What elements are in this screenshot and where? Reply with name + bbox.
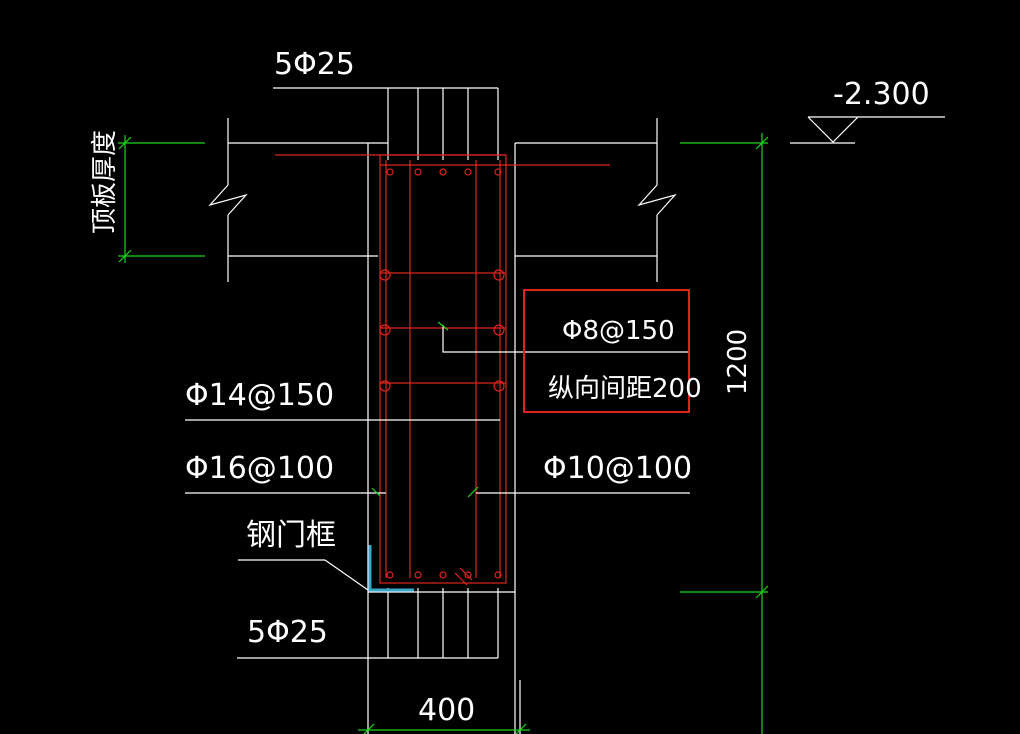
longitudinal-spacing-label: 纵向间距200 [548,374,702,404]
highlight-box [523,289,690,413]
elevation-marker [790,116,945,144]
top-bars-leader [273,87,498,160]
elevation-label: -2.300 [833,77,930,112]
rebar-leaders [185,321,690,591]
slab-outline [208,118,677,282]
width-dimension [358,658,530,734]
beam-outline [367,88,516,734]
height-dimension [680,133,769,734]
width-dimension-label: 400 [418,693,475,728]
rebar-right-label: Φ10@100 [543,451,692,486]
slab-thickness-label: 顶板厚度 [90,130,120,234]
rebar-cage [275,154,610,586]
rebar-left-2-label: Φ16@100 [185,451,334,486]
stirrup-label: Φ8@150 [562,316,675,346]
slab-thickness-dimension [118,135,205,263]
steel-door-frame [368,545,414,592]
rebar-left-1-label: Φ14@150 [185,378,334,413]
door-frame-label: 钢门框 [246,518,336,553]
bottom-bars-label: 5Φ25 [247,615,328,650]
height-dimension-label: 1200 [723,329,753,395]
top-bars-label: 5Φ25 [274,47,355,82]
